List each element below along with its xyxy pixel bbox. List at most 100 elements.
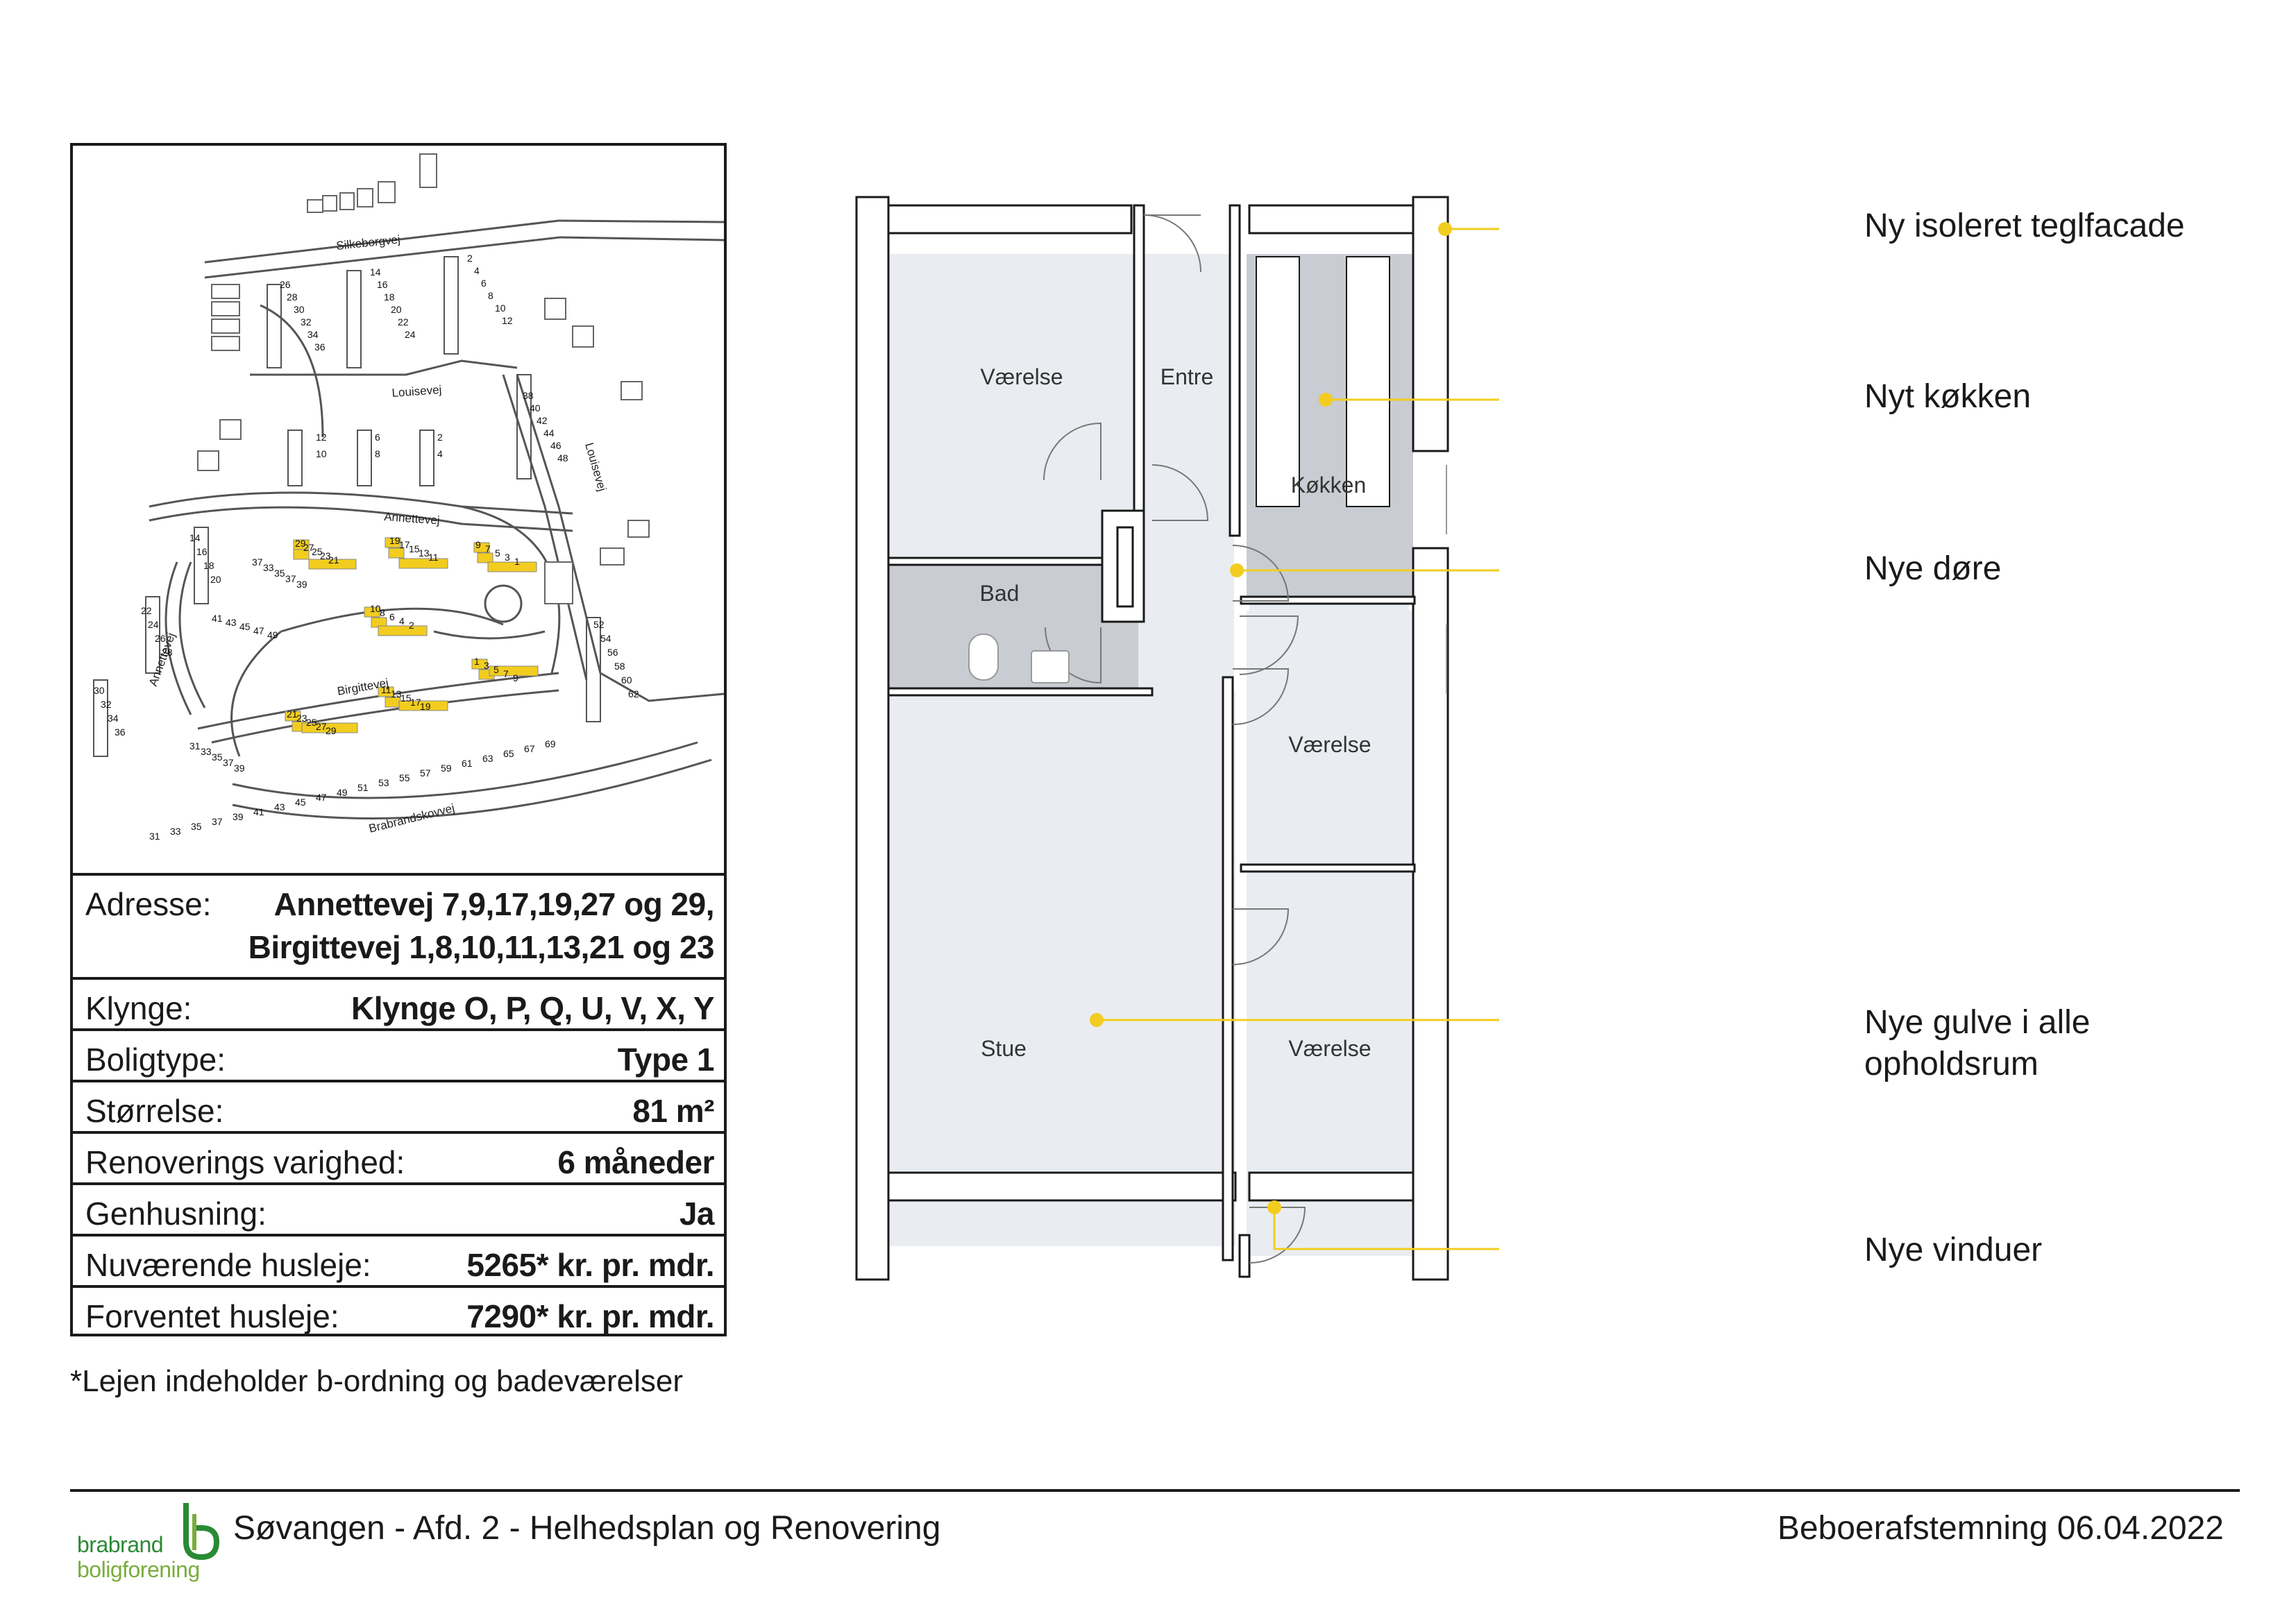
house-number: 35 <box>191 821 202 832</box>
house-number: 8 <box>375 448 380 459</box>
house-number: 24 <box>405 329 416 340</box>
house-number: 15 <box>409 543 420 554</box>
info-row: Forventet husleje: 7290* kr. pr. mdr. <box>73 1288 724 1336</box>
house-number: 65 <box>503 748 514 759</box>
house-number: 24 <box>148 619 159 630</box>
house-number: 43 <box>226 617 237 628</box>
house-number: 14 <box>189 532 201 543</box>
callout-doors: Nye døre <box>1864 550 2002 587</box>
house-number: 30 <box>294 304 305 315</box>
info-row-label: Adresse: <box>85 886 212 922</box>
house-number: 5 <box>493 664 499 675</box>
house-number: 42 <box>537 415 548 426</box>
house-number: 14 <box>370 266 381 278</box>
house-number: 16 <box>196 546 208 557</box>
house-number: 2 <box>409 620 414 631</box>
house-number: 23 <box>320 550 331 561</box>
info-row-value: Klynge O, P, Q, U, V, X, Y <box>351 990 715 1026</box>
house-number: 39 <box>234 763 245 774</box>
house-number: 23 <box>296 713 307 724</box>
house-number: 32 <box>101 699 112 710</box>
house-number: 53 <box>378 777 389 788</box>
house-number: 19 <box>389 535 400 546</box>
info-row-label: Renoverings varighed: <box>85 1144 405 1180</box>
house-number: 7 <box>485 543 491 554</box>
house-number: 54 <box>600 633 611 644</box>
house-number: 19 <box>420 701 431 712</box>
info-row-value: 7290* kr. pr. mdr. <box>466 1298 714 1334</box>
info-row: Renoverings varighed: 6 måneder <box>73 1134 724 1185</box>
house-number: 7 <box>503 668 509 679</box>
room-stue: Stue <box>981 1036 1027 1061</box>
house-number: 10 <box>495 303 506 314</box>
house-number: 17 <box>399 539 410 550</box>
house-number: 2 <box>437 432 443 443</box>
house-number: 5 <box>495 547 500 559</box>
house-number: 29 <box>295 538 306 549</box>
brabrand-logo-icon <box>183 1503 220 1561</box>
house-number: 61 <box>462 758 473 769</box>
street-silkeborgvej: Silkeborgvej <box>335 232 400 253</box>
street-annettevej: Annettevej <box>384 510 440 527</box>
house-number: 1 <box>514 556 520 567</box>
house-number: 8 <box>380 607 385 618</box>
house-number: 10 <box>370 603 381 614</box>
site-map: Silkeborgvej Louisevej Louisevej Annette… <box>73 146 724 876</box>
house-number: 57 <box>420 767 431 779</box>
house-number: 8 <box>488 290 493 301</box>
house-number: 36 <box>314 341 326 352</box>
house-number: 25 <box>306 717 317 728</box>
info-row-label: Forventet husleje: <box>85 1298 339 1334</box>
house-number: 28 <box>162 647 173 658</box>
callout-floors-line1: Nye gulve i alle <box>1864 1004 2091 1041</box>
info-row-value: 6 måneder <box>557 1144 714 1180</box>
house-number: 13 <box>391 688 402 699</box>
info-row-value: Type 1 <box>617 1042 715 1078</box>
room-entre: Entre <box>1160 364 1213 389</box>
house-number: 21 <box>287 708 298 720</box>
house-number: 37 <box>212 816 223 827</box>
house-number: 45 <box>239 621 251 632</box>
house-number: 13 <box>419 547 430 559</box>
house-number: 26 <box>155 633 166 644</box>
house-number: 35 <box>212 751 223 763</box>
house-number: 41 <box>253 806 264 817</box>
house-number: 16 <box>377 279 388 290</box>
house-number: 27 <box>303 542 314 553</box>
house-number: 11 <box>381 684 391 695</box>
callout-windows: Nye vinduer <box>1864 1232 2043 1268</box>
house-number: 63 <box>482 753 493 764</box>
house-number: 39 <box>296 579 307 590</box>
house-number: 4 <box>399 615 405 627</box>
house-number: 12 <box>502 315 513 326</box>
room-vaerelse-2: Værelse <box>1288 732 1371 757</box>
house-number: 34 <box>108 713 119 724</box>
house-number: 18 <box>203 560 214 571</box>
house-number: 3 <box>505 552 510 563</box>
info-row: Klynge: Klynge O, P, Q, U, V, X, Y <box>73 980 724 1031</box>
house-number: 46 <box>550 440 562 451</box>
house-number: 21 <box>328 554 339 566</box>
house-number: 26 <box>280 279 291 290</box>
info-row-value: Annettevej 7,9,17,19,27 og 29, <box>273 886 715 922</box>
info-row: Adresse:Annettevej 7,9,17,19,27 og 29,Bi… <box>73 876 724 980</box>
house-number: 9 <box>513 672 518 683</box>
house-number: 22 <box>398 316 409 328</box>
house-number: 41 <box>212 613 223 624</box>
house-number: 1 <box>474 656 480 667</box>
room-vaerelse-1: Værelse <box>980 364 1063 389</box>
house-number: 28 <box>287 291 298 303</box>
house-number: 11 <box>428 552 439 563</box>
house-number: 4 <box>474 265 480 276</box>
info-row: Boligtype:Type 1 <box>73 1031 724 1082</box>
house-number: 37 <box>252 556 263 568</box>
house-number: 3 <box>484 660 489 671</box>
house-number: 56 <box>607 647 618 658</box>
house-number: 31 <box>149 831 160 842</box>
house-number: 37 <box>223 757 234 768</box>
house-number: 18 <box>384 291 395 303</box>
house-number: 59 <box>441 763 452 774</box>
house-number: 45 <box>295 797 306 808</box>
house-number: 31 <box>189 740 201 751</box>
info-row-label: Klynge: <box>85 990 192 1026</box>
